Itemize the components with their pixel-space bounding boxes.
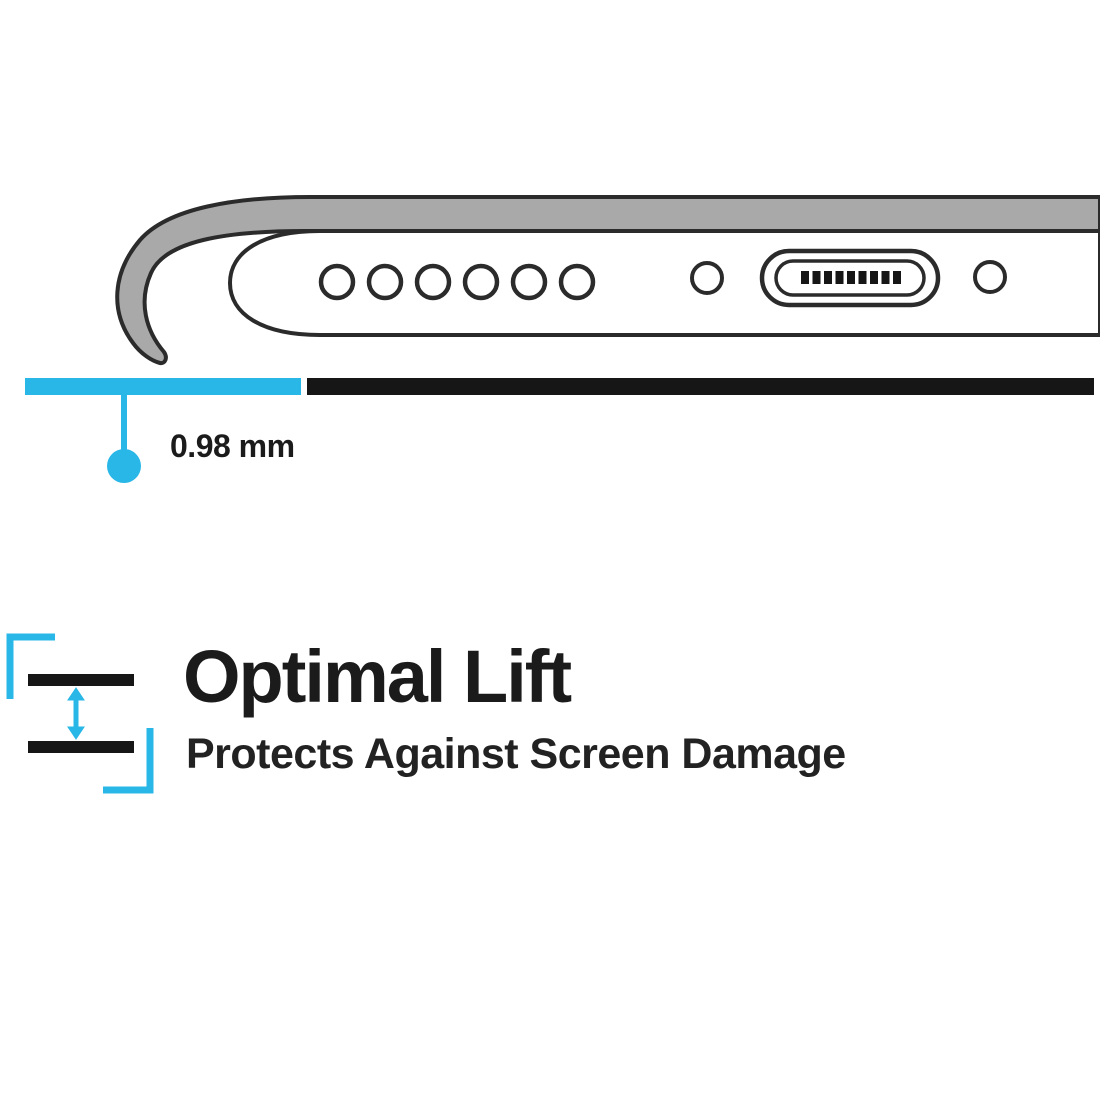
bracket-bottom-right-icon <box>103 728 154 794</box>
vertical-double-arrow-icon <box>67 687 85 740</box>
speaker-hole-icon <box>414 263 452 301</box>
speaker-hole-icon <box>510 263 548 301</box>
speaker-hole-icon <box>366 263 404 301</box>
screw-hole-icon <box>973 260 1007 294</box>
charging-port-icon <box>759 248 941 308</box>
measurement-pointer-dot <box>107 449 141 483</box>
lift-gap-cyan-bar <box>25 378 301 395</box>
screw-hole-icon <box>690 261 724 295</box>
feature-subtitle: Protects Against Screen Damage <box>186 730 846 778</box>
speaker-hole-icon <box>318 263 356 301</box>
lift-measurement-value: 0.98 mm <box>170 428 295 464</box>
speaker-holes <box>318 263 596 301</box>
bottom-surface-line <box>28 741 134 753</box>
feature-title: Optimal Lift <box>183 635 572 718</box>
lift-gap-icon <box>6 633 154 794</box>
phone-body <box>228 229 1100 337</box>
charging-port-pins <box>801 271 901 284</box>
top-surface-line <box>28 674 134 686</box>
bracket-top-left-icon <box>6 633 55 699</box>
speaker-hole-icon <box>558 263 596 301</box>
measurement-pointer-line <box>121 394 127 452</box>
speaker-hole-icon <box>462 263 500 301</box>
surface-black-bar <box>307 378 1094 395</box>
